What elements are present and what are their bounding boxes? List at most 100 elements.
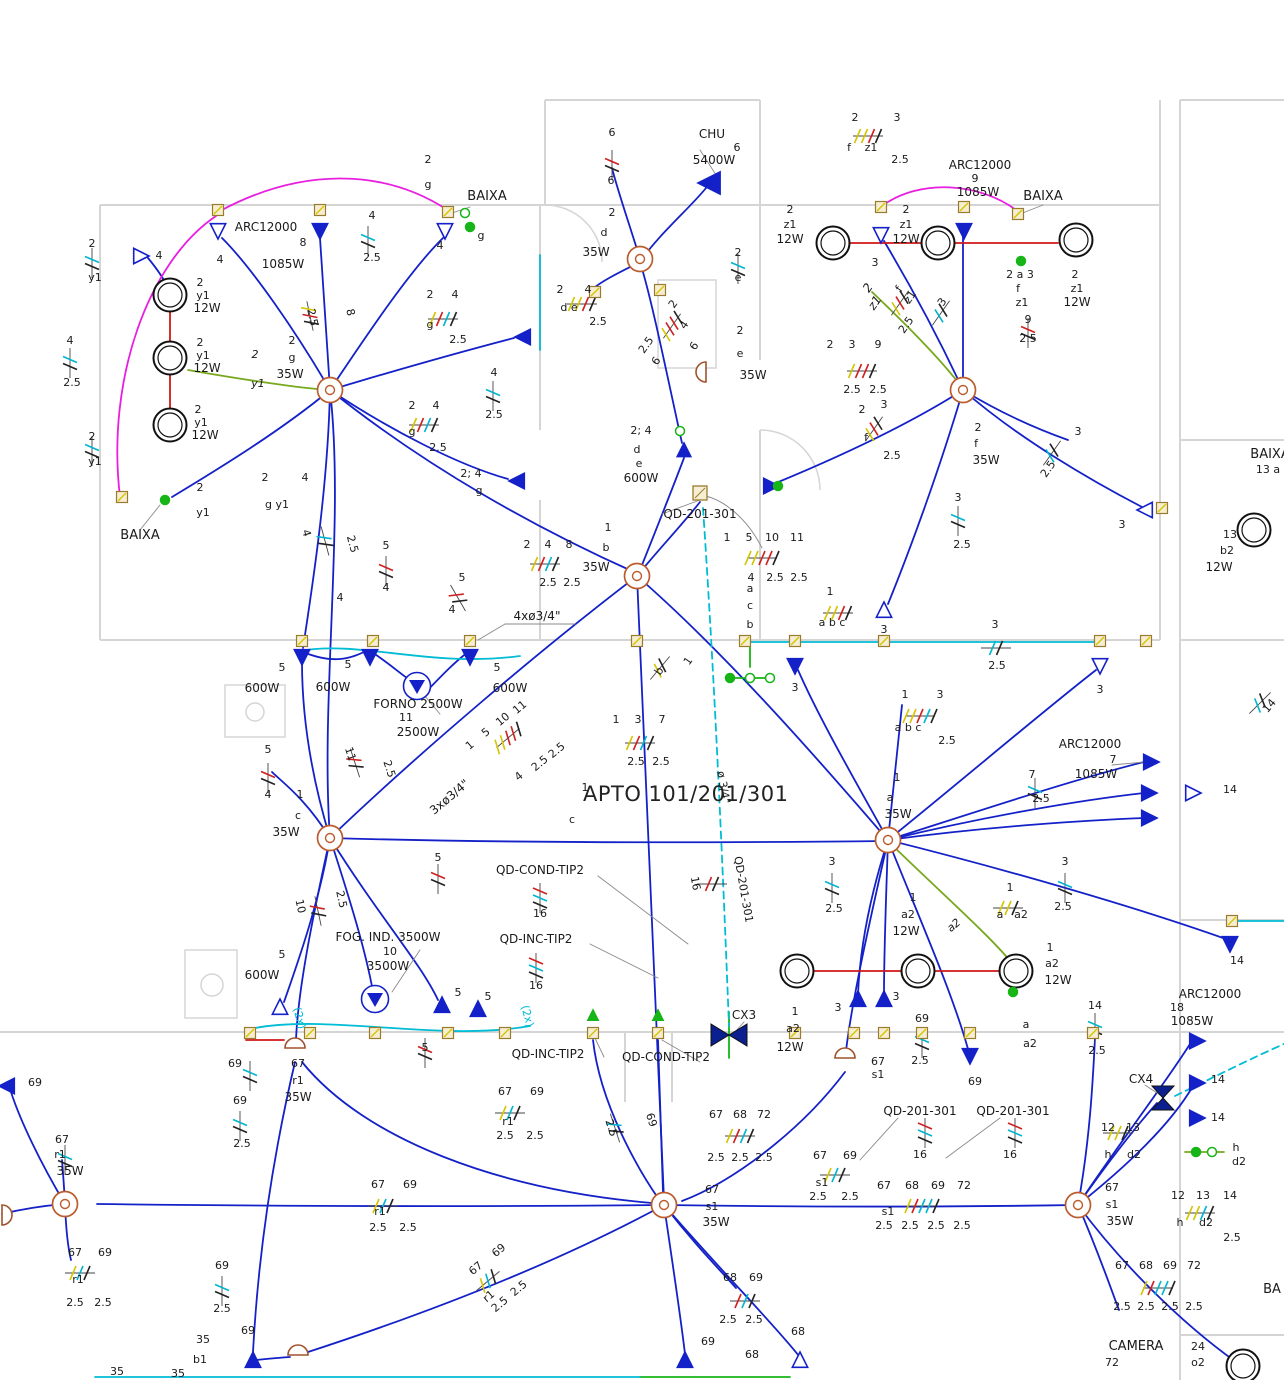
tick-slash: [416, 417, 425, 433]
tick-slash: [824, 880, 840, 889]
tick-slash: [704, 876, 713, 892]
label: g: [476, 484, 483, 497]
label: 35W: [276, 367, 303, 381]
label: 2; 4: [460, 467, 481, 480]
label: 1: [894, 771, 901, 784]
label: d2: [1199, 1216, 1213, 1229]
label: 2.5: [636, 334, 657, 356]
tick-slash: [318, 542, 334, 547]
label: 6: [734, 141, 741, 154]
circuit-ticks: [853, 128, 883, 144]
label: 2.5: [731, 1151, 749, 1164]
blue-wire: [611, 167, 641, 260]
tick-slash: [1107, 1125, 1115, 1141]
tick-base: [349, 748, 361, 778]
lamp-triangle: [872, 226, 890, 245]
label: BAIXA: [1023, 189, 1063, 204]
blue-wire: [887, 669, 1097, 841]
tick-slash: [378, 563, 394, 572]
blue-wire: [592, 1039, 659, 1199]
label: QD-INC-TIP2: [512, 1047, 585, 1061]
outlet-mark: [245, 1028, 255, 1038]
label: h: [1105, 1148, 1112, 1161]
tick-base: [650, 656, 670, 680]
circuit-ticks: [62, 348, 78, 378]
outlet-mark: [790, 636, 800, 646]
label: 2: [425, 153, 432, 166]
label: 35W: [1106, 1214, 1133, 1228]
cyan-wire: [1174, 1043, 1284, 1097]
lead-wire: [593, 1035, 605, 1058]
circuit-ticks: [1185, 1205, 1215, 1221]
label: 69: [749, 1271, 763, 1284]
circuit-ticks: [1027, 778, 1043, 808]
outlet-mark: [879, 1028, 889, 1038]
circuit-ticks: [476, 1268, 500, 1294]
label: 3: [872, 256, 879, 269]
label: 2: [1072, 268, 1079, 281]
signal-dot: [764, 672, 776, 684]
wall-light-inner: [905, 958, 931, 984]
label: 69: [915, 1012, 929, 1025]
tick-base: [320, 526, 330, 556]
label: b2: [1220, 544, 1234, 557]
ceiling-light-center: [882, 834, 894, 846]
label: b: [603, 541, 610, 554]
lamp-triangle: [209, 222, 227, 241]
label: 2.5: [707, 1151, 725, 1164]
ceiling-light-center: [634, 253, 646, 265]
label: 2.5: [429, 441, 447, 454]
tick-slash: [1206, 1205, 1215, 1221]
label: 1: [827, 585, 834, 598]
label: 13: [1196, 1189, 1210, 1202]
circuit-ticks: [993, 900, 1023, 916]
circuit-ticks: [448, 584, 468, 612]
tick-slash: [914, 1042, 930, 1051]
outlet-mark: [368, 636, 378, 646]
blue-wire: [319, 237, 331, 391]
tick-slash: [860, 128, 869, 144]
label: 2.5: [953, 538, 971, 551]
circuit-ticks: [417, 1038, 433, 1068]
lead-wire: [661, 499, 701, 515]
outlet-mark: [117, 492, 127, 502]
label: QD-COND-TIP2: [622, 1050, 710, 1064]
outlet-mark: [1227, 916, 1237, 926]
outlet-mark: [590, 287, 600, 297]
lamp-triangle: [651, 1008, 665, 1021]
blue-wire: [295, 837, 331, 1041]
tick-slash: [448, 593, 464, 597]
label: 7: [1110, 753, 1117, 766]
outlet-mark: [443, 1028, 453, 1038]
blue-wire: [636, 575, 887, 839]
tick-slash: [1147, 1280, 1155, 1296]
circuit-ticks: [368, 1198, 398, 1214]
blue-wire: [329, 236, 445, 391]
label: 2.5: [1223, 1231, 1241, 1244]
ceiling-light-center: [631, 570, 643, 582]
label: 2.5: [363, 251, 381, 264]
label: y1: [88, 455, 102, 468]
label: 8: [566, 538, 573, 551]
label: BAIXA: [467, 189, 507, 204]
circuit-ticks: [1007, 1118, 1023, 1148]
tick-slash: [1253, 698, 1262, 713]
lamp-triangle: [786, 657, 804, 676]
tick-slash: [84, 443, 100, 452]
circuit-ticks: [567, 296, 597, 312]
label: 1: [1047, 941, 1054, 954]
tick-slash: [847, 363, 856, 379]
circuit-ticks: [84, 436, 100, 466]
circuit-ticks: [1249, 692, 1271, 714]
label: f: [1016, 282, 1021, 295]
label: 67: [291, 1057, 305, 1070]
label: 2: [289, 334, 296, 347]
tick-slash: [606, 1123, 622, 1127]
outlet-mark: [1088, 1028, 1098, 1038]
label: a b c: [895, 721, 922, 734]
tick-slash: [988, 640, 997, 656]
circuit-ticks: [730, 1293, 760, 1309]
tick-slash: [899, 290, 909, 305]
label: 2.5: [539, 576, 557, 589]
tick-slash: [837, 605, 846, 621]
